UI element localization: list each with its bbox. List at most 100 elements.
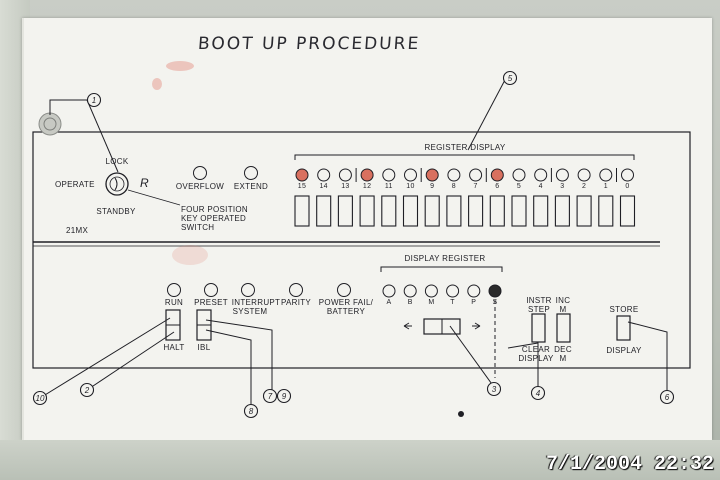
callout-number: 4 [536, 389, 541, 398]
register-lamp-7 [469, 168, 483, 182]
operate-label: OPERATE [55, 180, 95, 189]
halt-label: HALT [163, 343, 185, 352]
overflow-label: OVERFLOW [175, 182, 225, 191]
register-lamp-0 [621, 168, 634, 182]
store-label: STORE [609, 305, 639, 314]
register-lamp-1 [599, 168, 613, 182]
register-bit-label: 6 [495, 183, 500, 190]
model-label: 21MX [66, 226, 89, 235]
callout-marker-10 [32, 390, 48, 406]
register-switch-1 [598, 195, 614, 227]
register-lamp-5 [512, 168, 526, 182]
callout-marker-2 [79, 382, 95, 398]
instr-step-switch [531, 313, 546, 343]
register-bit-label: 3 [560, 183, 565, 190]
register-switch-5 [511, 195, 527, 227]
callout-number: 5 [508, 74, 513, 83]
callout-lines [39, 77, 668, 409]
interrupt-label: INTERRUPT [231, 298, 281, 307]
power-fail-label: POWER FAIL/ [318, 298, 374, 307]
callout-number: 8 [249, 407, 254, 416]
panel-outline [32, 131, 691, 369]
paper-sheet [22, 18, 712, 440]
clear-display-label: DISPLAY [518, 354, 554, 363]
display-register-letter: A [386, 299, 392, 306]
register-bit-label: 11 [384, 183, 393, 190]
key-switch [105, 172, 129, 196]
parity-label: PARITY [280, 298, 312, 307]
display-register-letter: T [450, 299, 455, 306]
register-bit-label: 9 [430, 183, 435, 190]
register-switch-7 [468, 195, 484, 227]
register-lamp-4 [534, 168, 548, 182]
display-register-lamp-a [382, 284, 396, 298]
display-register-lamp-s [488, 284, 502, 298]
display-register-letter: P [471, 299, 477, 306]
extend-lamp [244, 166, 258, 180]
overflow-lamp [193, 166, 207, 180]
register-display-bracket [294, 154, 635, 160]
power-fail-lamp [337, 283, 351, 297]
dec-m-label: M [559, 354, 567, 363]
register-switch-15 [294, 195, 310, 227]
register-lamp-10 [404, 168, 417, 182]
callout-marker-5 [502, 70, 518, 86]
callout-marker-8 [243, 403, 259, 419]
run-lamp [167, 283, 181, 297]
callout-marker-3 [486, 381, 502, 397]
register-lamp-2 [577, 168, 591, 182]
callout-marker-6 [659, 389, 675, 405]
register-bit-label: 12 [362, 183, 372, 190]
register-lamp-12 [360, 168, 374, 182]
display-register-lamp-b [403, 284, 417, 298]
display-register-letter: M [428, 299, 435, 306]
ibl-label: IBL [197, 343, 211, 352]
callout-marker-9 [276, 388, 292, 404]
register-lamp-15 [295, 168, 309, 182]
register-switch-0 [619, 195, 636, 227]
register-lamp-11 [382, 168, 396, 182]
key-switch-desc-3: SWITCH [181, 223, 215, 232]
register-bit-label: 14 [319, 183, 328, 190]
system-label: SYSTEM [232, 307, 268, 316]
register-lamp-8 [447, 168, 461, 182]
register-lamp-14 [317, 168, 331, 182]
callout-marker-1 [86, 92, 102, 108]
callout-marker-7 [262, 388, 278, 404]
register-bit-label: 10 [406, 183, 415, 190]
callout-number: 10 [36, 394, 45, 403]
register-switches [294, 195, 636, 227]
callout-number: 9 [282, 392, 287, 401]
callout-number: 6 [665, 393, 670, 402]
register-bit-label: 5 [516, 183, 522, 190]
register-lamp-9 [425, 168, 439, 182]
display-label: DISPLAY [606, 346, 642, 355]
register-switch-3 [554, 195, 570, 227]
ink-dot [458, 411, 464, 417]
register-lamp-3 [555, 168, 569, 182]
register-bit-label: 13 [341, 183, 350, 190]
callout-number: 1 [92, 96, 96, 105]
extend-label: EXTEND [233, 182, 269, 191]
register-bit-label: 7 [473, 183, 478, 190]
callout-number: 3 [492, 385, 497, 394]
callout-number: 2 [84, 386, 90, 395]
interrupt-lamp [241, 283, 255, 297]
r-mark: R [140, 176, 149, 190]
lock-label: LOCK [105, 157, 129, 166]
callout-number: 7 [268, 392, 273, 401]
register-switch-12 [359, 195, 375, 227]
preset-label: PRESET [194, 298, 228, 307]
register-switch-9 [424, 195, 440, 227]
inc-m-label: M [559, 305, 567, 314]
display-register-bracket [380, 266, 503, 272]
display-register-lamp-p [467, 284, 481, 298]
arrow-left-icon [403, 322, 412, 330]
inc-label: INC [555, 296, 571, 305]
instr-label: INSTR [526, 296, 552, 305]
red-smudge [166, 61, 194, 71]
register-lamp-13 [338, 168, 352, 182]
register-lamps [295, 168, 634, 182]
register-bit-label: 4 [538, 183, 543, 190]
register-switch-13 [337, 195, 353, 227]
